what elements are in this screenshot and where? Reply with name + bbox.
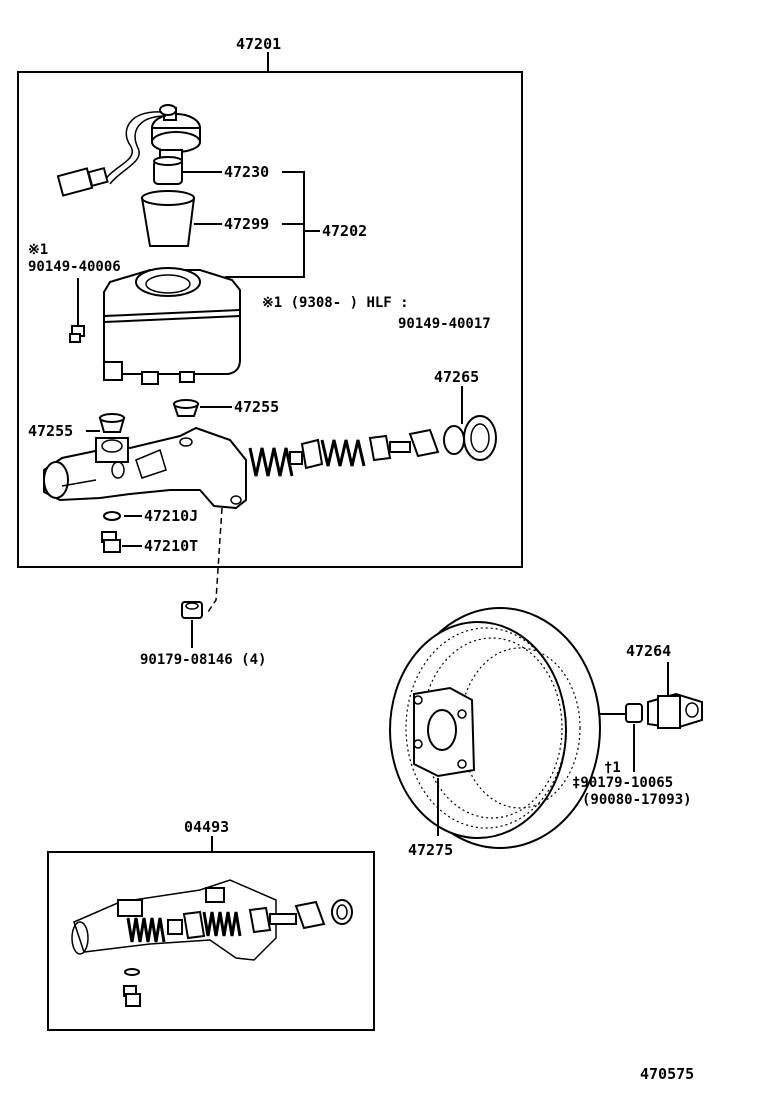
label-47230: 47230 [224,163,269,181]
label-page-code: 470575 [640,1065,694,1083]
label-90149-40017: 90149-40017 [398,316,491,332]
screw-90149-40006 [69,325,85,343]
reservoir-body [103,267,241,385]
assembly-47201-frame [17,71,523,568]
label-04493: 04493 [184,818,229,836]
label-note-mark: ※1 [28,242,48,258]
kit-cylinder [71,879,353,961]
grommet-47255-right [172,399,200,417]
label-90080-17093: (90080-17093) [582,792,692,808]
master-cylinder-body [43,426,247,510]
label-90149-40006: 90149-40006 [28,259,121,275]
grommet-47255-left [98,413,126,433]
label-47299: 47299 [224,215,269,233]
clevis-47264 [647,692,703,730]
booster-nut [625,703,643,723]
label-47255-right: 47255 [234,398,279,416]
label-47265: 47265 [434,368,479,386]
label-47201: 47201 [236,35,281,53]
nut-90179-08146 [181,601,203,619]
label-47264: 47264 [626,642,671,660]
label-note-range: ※1 (9308- ) HLF : [262,295,409,311]
kit-gasket-and-bolt [123,968,141,1007]
label-47210T: 47210T [144,537,198,555]
label-47202: 47202 [322,222,367,240]
label-47275: 47275 [408,841,453,859]
brake-booster [389,607,630,849]
label-90179-10065: ‡90179-10065 [572,775,673,791]
label-90179-08146: 90179-08146 (4) [140,652,266,668]
label-nut-mark: †1 [604,760,621,776]
label-47210J: 47210J [144,507,198,525]
label-47255-left: 47255 [28,422,73,440]
union-bolt-47210T [101,531,121,553]
piston-assembly [248,415,497,477]
gasket-47210J [103,511,121,521]
